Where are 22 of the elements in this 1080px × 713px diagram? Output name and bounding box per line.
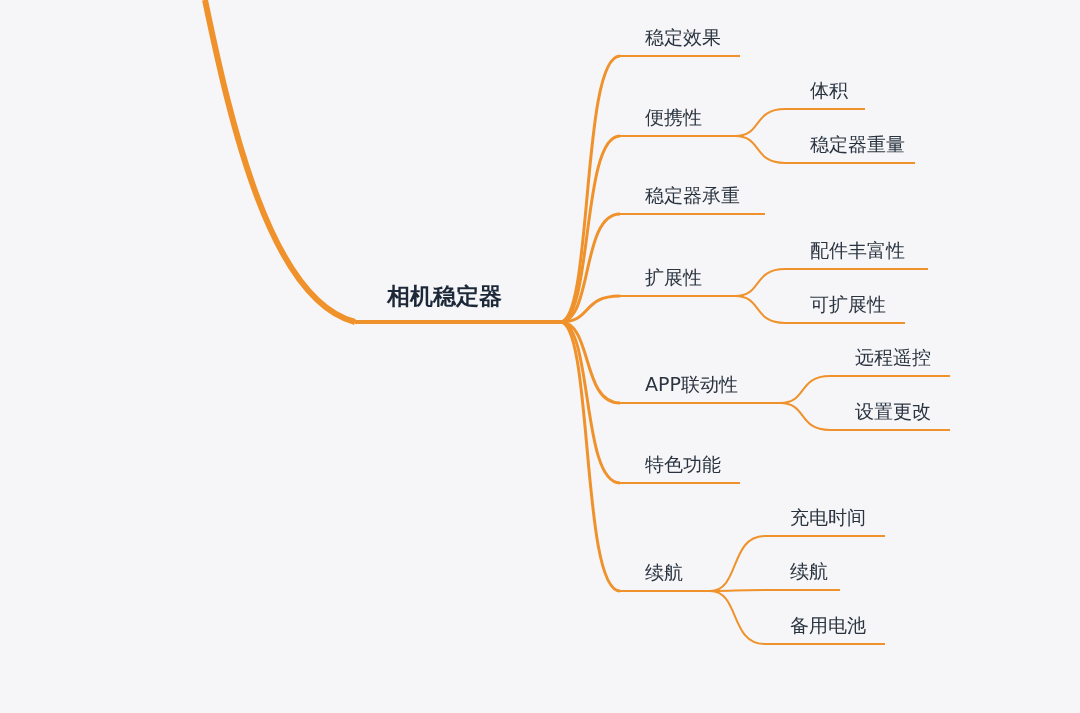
branch-line (709, 590, 766, 645)
branch-line (202, 0, 357, 325)
topic-label: 远程遥控 (855, 345, 931, 370)
topic-label: 稳定器承重 (645, 183, 740, 208)
topic-label: 稳定器重量 (810, 132, 905, 157)
topic-label: 配件丰富性 (810, 238, 905, 263)
topic-label: 体积 (810, 78, 848, 103)
topic-label: APP联动性 (645, 372, 738, 397)
topic-label: 稳定效果 (645, 25, 721, 50)
topic-label: 备用电池 (790, 613, 866, 638)
branch-line (734, 135, 786, 164)
topic-label: 设置更改 (855, 399, 931, 424)
branch-line (734, 295, 786, 324)
topic-label: 可扩展性 (810, 292, 886, 317)
topic-label: 特色功能 (645, 452, 721, 477)
branch-line (779, 402, 831, 431)
topic-label: 便携性 (645, 105, 702, 130)
topic-label: 续航 (790, 559, 828, 584)
topic-label: 续航 (645, 560, 683, 585)
topic-label: 充电时间 (790, 505, 866, 530)
topic-label: 扩展性 (645, 265, 702, 290)
topic-label: 相机稳定器 (387, 281, 502, 311)
